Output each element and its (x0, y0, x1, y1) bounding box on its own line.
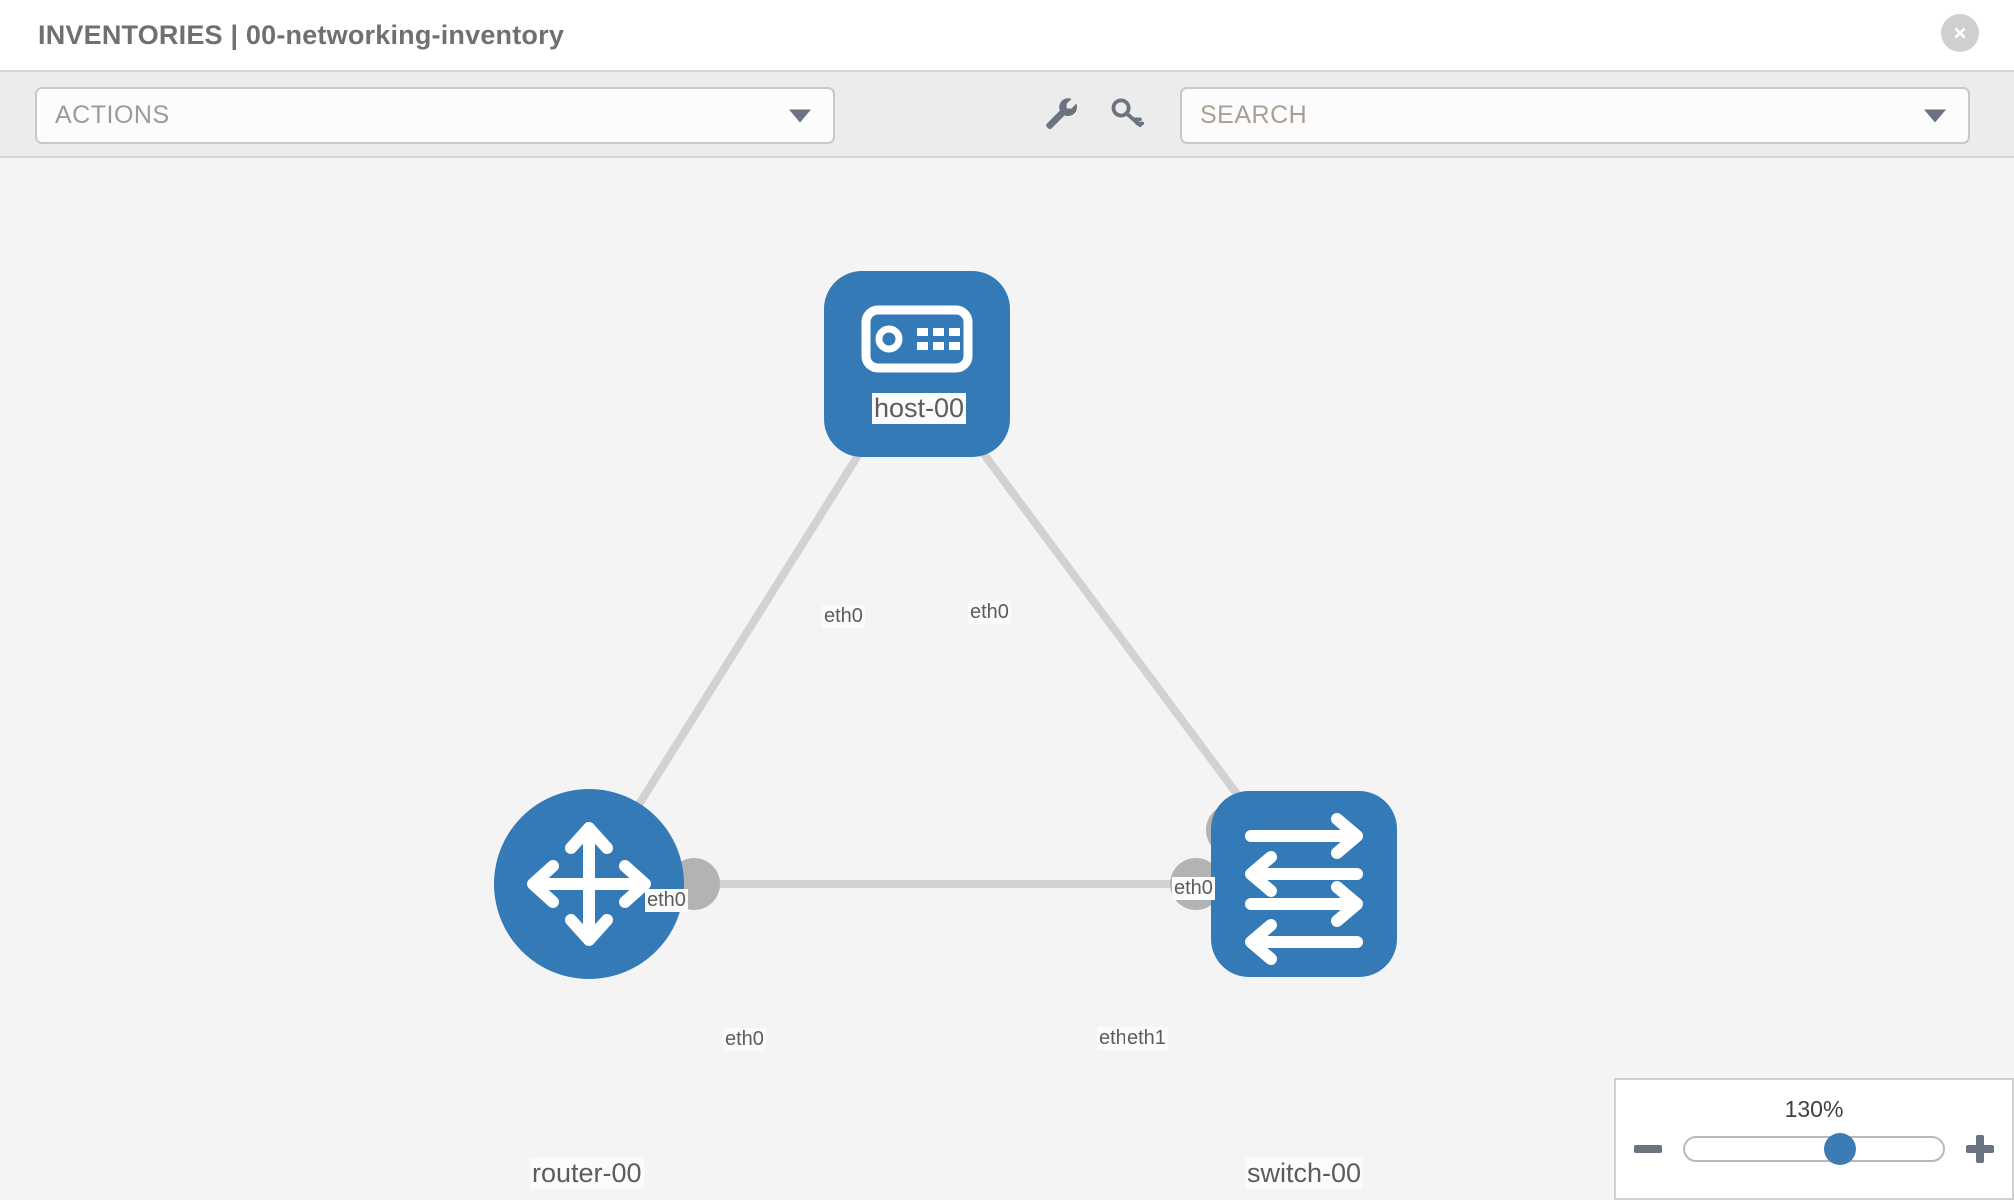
toolbar-icon-group (1040, 93, 1146, 136)
port-label: eth0 (1172, 877, 1215, 900)
node-label-router-00: router-00 (530, 1158, 644, 1189)
topology-graph (494, 271, 1397, 979)
port-label: eth0 (645, 889, 688, 912)
node-label-switch-00: switch-00 (1245, 1158, 1364, 1189)
plus-icon[interactable] (1963, 1132, 1997, 1166)
zoom-control-row (1616, 1132, 2012, 1166)
node-host-00[interactable] (824, 271, 1010, 457)
close-icon[interactable] (1941, 14, 1979, 52)
chevron-down-icon (789, 109, 811, 122)
search-placeholder: SEARCH (1200, 101, 1308, 129)
port-group (668, 382, 1258, 910)
actions-dropdown[interactable]: ACTIONS (35, 87, 835, 144)
router-arrows-icon (527, 822, 651, 946)
node-router-00[interactable] (494, 789, 684, 979)
node-switch-00[interactable] (1211, 791, 1397, 977)
actions-dropdown-label: ACTIONS (55, 101, 170, 129)
port-label: eth0 (968, 601, 1011, 624)
wrench-icon[interactable] (1040, 93, 1078, 136)
toolbar: ACTIONS SEARCH (0, 70, 2014, 158)
search-input[interactable]: SEARCH (1180, 87, 1970, 144)
node-label-host-00: host-00 (872, 393, 967, 424)
zoom-slider[interactable] (1683, 1133, 1945, 1165)
port-label: eth0 (723, 1028, 766, 1051)
minus-icon[interactable] (1631, 1132, 1665, 1166)
chevron-down-icon[interactable] (1924, 109, 1946, 122)
zoom-slider-thumb[interactable] (1823, 1133, 1856, 1165)
zoom-level-value: 130% (1784, 1096, 1844, 1122)
page-title: INVENTORIES | 00-networking-inventory (38, 19, 565, 50)
port-label: eth0 (822, 605, 865, 628)
topology-canvas[interactable]: host-00 router-00 switch-00 eth0 eth0 et… (0, 158, 2014, 1200)
zoom-control-panel: 130% (1614, 1078, 2014, 1200)
page-header: INVENTORIES | 00-networking-inventory (0, 0, 2014, 70)
switch-arrows-icon (1245, 813, 1363, 965)
server-icon (861, 305, 973, 373)
port-label: eth1 (1125, 1027, 1168, 1050)
key-icon[interactable] (1108, 93, 1146, 136)
